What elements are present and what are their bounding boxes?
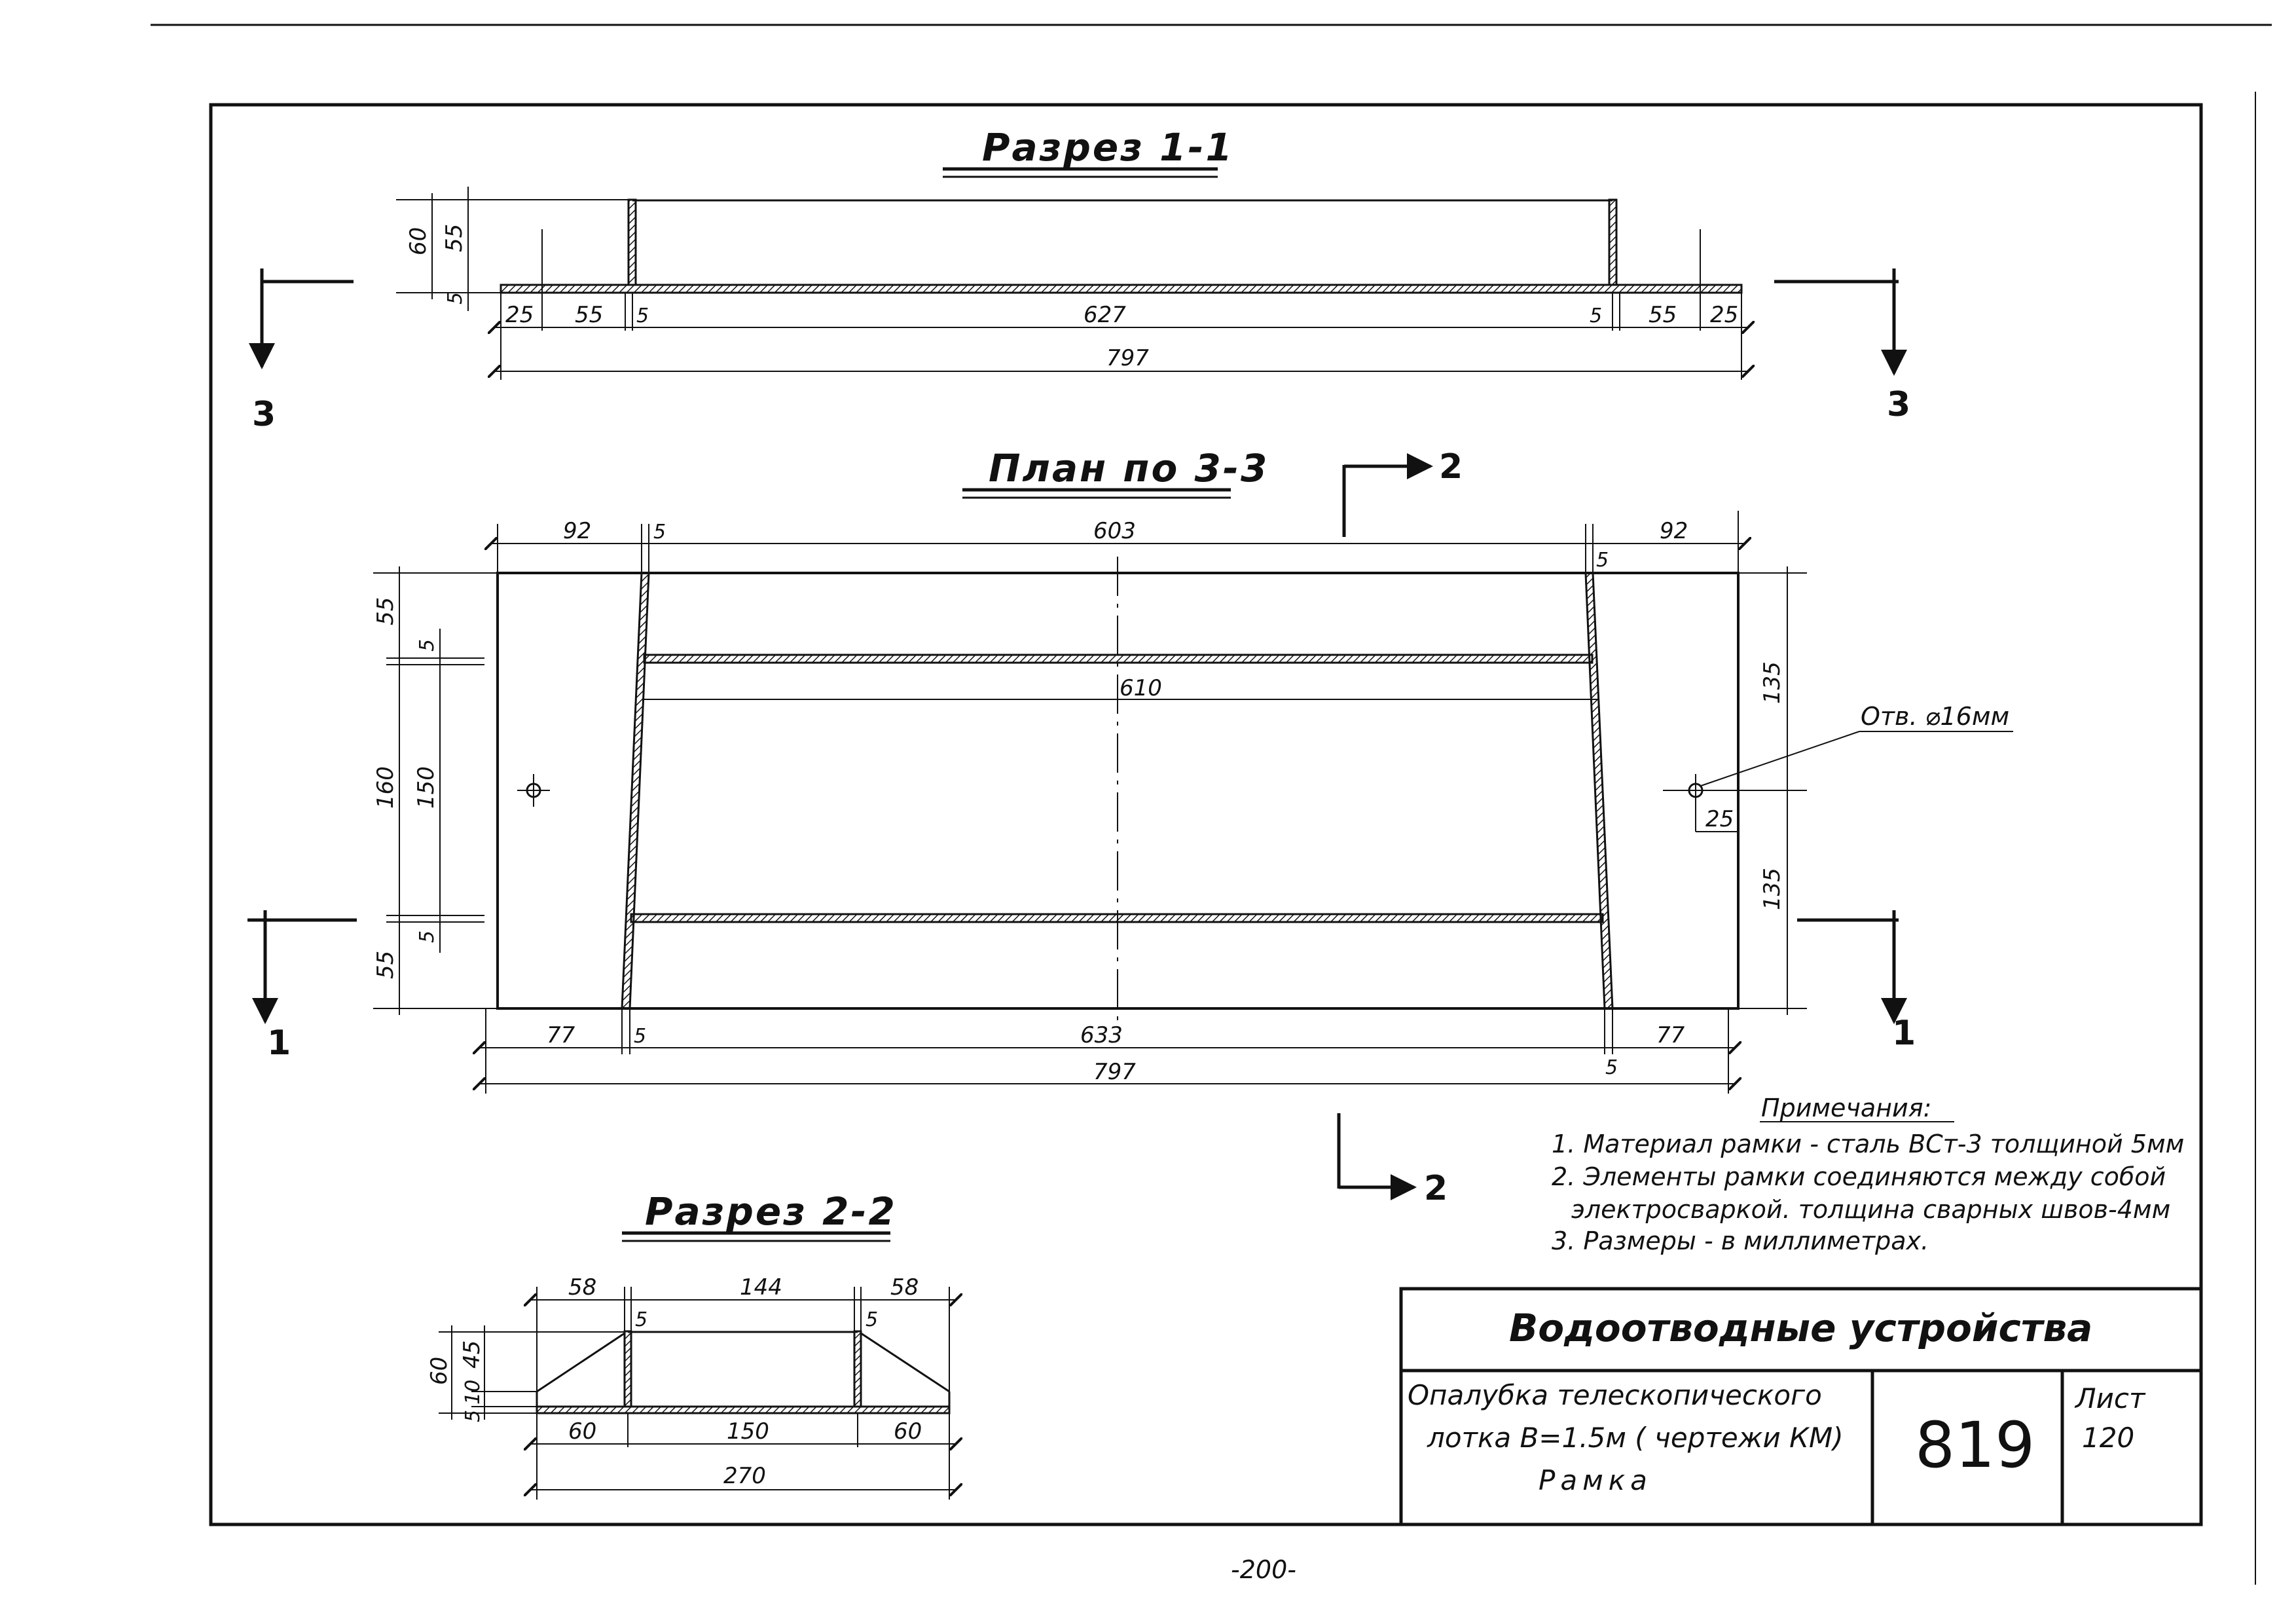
svg-text:2: 2: [1424, 1169, 1448, 1208]
dim-5: 5: [1590, 304, 1602, 327]
svg-text:2: 2: [1439, 447, 1463, 487]
dim-5: 5: [1596, 549, 1609, 572]
base-plate: [500, 284, 1743, 294]
dim-5: 5: [462, 1410, 484, 1422]
dim-5: 5: [635, 1308, 647, 1331]
base-plate: [536, 1405, 951, 1414]
dim-58: 58: [568, 1274, 596, 1301]
right-web: [853, 1330, 862, 1408]
dim-610: 610: [1120, 675, 1162, 701]
right-side-wall: [1584, 572, 1614, 1010]
svg-text:3: 3: [252, 395, 276, 434]
upper-crossbar: [643, 654, 1594, 664]
dim-10: 10: [462, 1380, 484, 1405]
dim-58: 58: [890, 1274, 919, 1301]
dim-5: 5: [444, 292, 467, 304]
dim-603: 603: [1093, 518, 1136, 544]
stamp-name-line: лотка В=1.5м ( чертежи КМ): [1427, 1422, 1844, 1454]
dim-5: 5: [653, 521, 666, 544]
cut-marker-3-left: 3: [249, 268, 354, 434]
drawing-frame: [209, 103, 2203, 1526]
dim-797: 797: [1106, 345, 1149, 371]
cut-marker-3-right: 3: [1774, 268, 1910, 424]
svg-text:1: 1: [1892, 1014, 1916, 1053]
svg-text:1: 1: [267, 1024, 291, 1063]
dim-135: 135: [1759, 868, 1785, 910]
right-web: [1608, 198, 1618, 286]
title-block: Водоотводные устройства Опалубка телеско…: [1399, 1287, 2203, 1526]
plan-title: План по 3-3: [989, 446, 1269, 490]
page-number: -200-: [1231, 1555, 1296, 1584]
dim-55: 55: [1649, 302, 1677, 328]
section-2-2: Разрез 2-2 58 144 58 5 5 60 45: [426, 1189, 956, 1500]
dim-55: 55: [373, 951, 399, 979]
dim-150: 150: [413, 766, 439, 809]
left-side-wall: [621, 572, 650, 1010]
dim-5: 5: [416, 931, 439, 943]
note-item: 1. Материал рамки - сталь ВСт-3 толщиной…: [1552, 1130, 2184, 1158]
cut-marker-2-top: 2: [1342, 447, 1463, 537]
dim-5: 5: [1605, 1056, 1618, 1079]
dim-25: 25: [1705, 806, 1734, 832]
notes: Примечания: 1. Материал рамки - сталь ВС…: [1552, 1094, 2184, 1255]
note-item: 3. Размеры - в миллиметрах.: [1552, 1227, 1929, 1255]
dim-55: 55: [575, 302, 603, 328]
stamp-name-line: Рамка: [1539, 1464, 1652, 1496]
notes-heading: Примечания:: [1761, 1094, 1931, 1122]
dim-5: 5: [866, 1308, 878, 1331]
section-1-1-title: Разрез 1-1: [982, 125, 1234, 170]
note-item: электросваркой. толщина сварных швов-4мм: [1571, 1195, 2170, 1224]
drawing-number: 819: [1915, 1409, 2035, 1482]
bolt-hole-left: [517, 774, 550, 807]
dim-45: 45: [459, 1340, 485, 1369]
dim-25: 25: [505, 302, 534, 328]
dim-270: 270: [723, 1463, 766, 1489]
dim-77: 77: [1656, 1022, 1685, 1048]
dim-55: 55: [373, 597, 399, 625]
cut-marker-1-right: 1: [1797, 910, 1916, 1053]
dim-135: 135: [1759, 661, 1785, 704]
dim-160: 160: [373, 766, 399, 809]
stamp-title: Водоотводные устройства: [1509, 1306, 2092, 1350]
plan-3-3: План по 3-3 Отв. ⌀16мм: [373, 446, 2013, 1094]
stamp-name-line: Опалубка телескопического: [1408, 1379, 1822, 1411]
dim-77: 77: [547, 1022, 575, 1048]
section-2-2-title: Разрез 2-2: [645, 1189, 897, 1234]
cut-marker-2-bottom: 2: [1337, 1113, 1448, 1208]
dim-633: 633: [1080, 1022, 1123, 1048]
dim-60: 60: [426, 1357, 452, 1385]
sheet-number: 120: [2082, 1422, 2134, 1454]
dim-55: 55: [441, 224, 467, 252]
left-web: [623, 1330, 632, 1408]
dim-60: 60: [568, 1418, 596, 1445]
dim-92: 92: [1660, 518, 1688, 544]
dim-5: 5: [416, 639, 439, 652]
dim-150: 150: [727, 1418, 769, 1445]
dim-627: 627: [1084, 302, 1126, 328]
note-item: 2. Элементы рамки соединяются между собо…: [1552, 1162, 2166, 1191]
dim-60: 60: [405, 227, 431, 255]
dim-797: 797: [1093, 1059, 1136, 1085]
cut-marker-1-left: 1: [247, 910, 357, 1063]
hole-note: Отв. ⌀16мм: [1861, 702, 2009, 731]
svg-text:3: 3: [1887, 385, 1910, 424]
dim-92: 92: [563, 518, 591, 544]
dim-5: 5: [634, 1025, 646, 1048]
dim-5: 5: [636, 304, 649, 327]
dim-144: 144: [740, 1274, 782, 1301]
left-web: [627, 198, 637, 286]
sheet-label: Лист: [2074, 1382, 2146, 1414]
dim-25: 25: [1710, 302, 1738, 328]
section-1-1: Разрез 1-1 60 55 5 25 55 5 627 5 55 25: [396, 125, 1748, 380]
dim-60: 60: [894, 1418, 922, 1445]
